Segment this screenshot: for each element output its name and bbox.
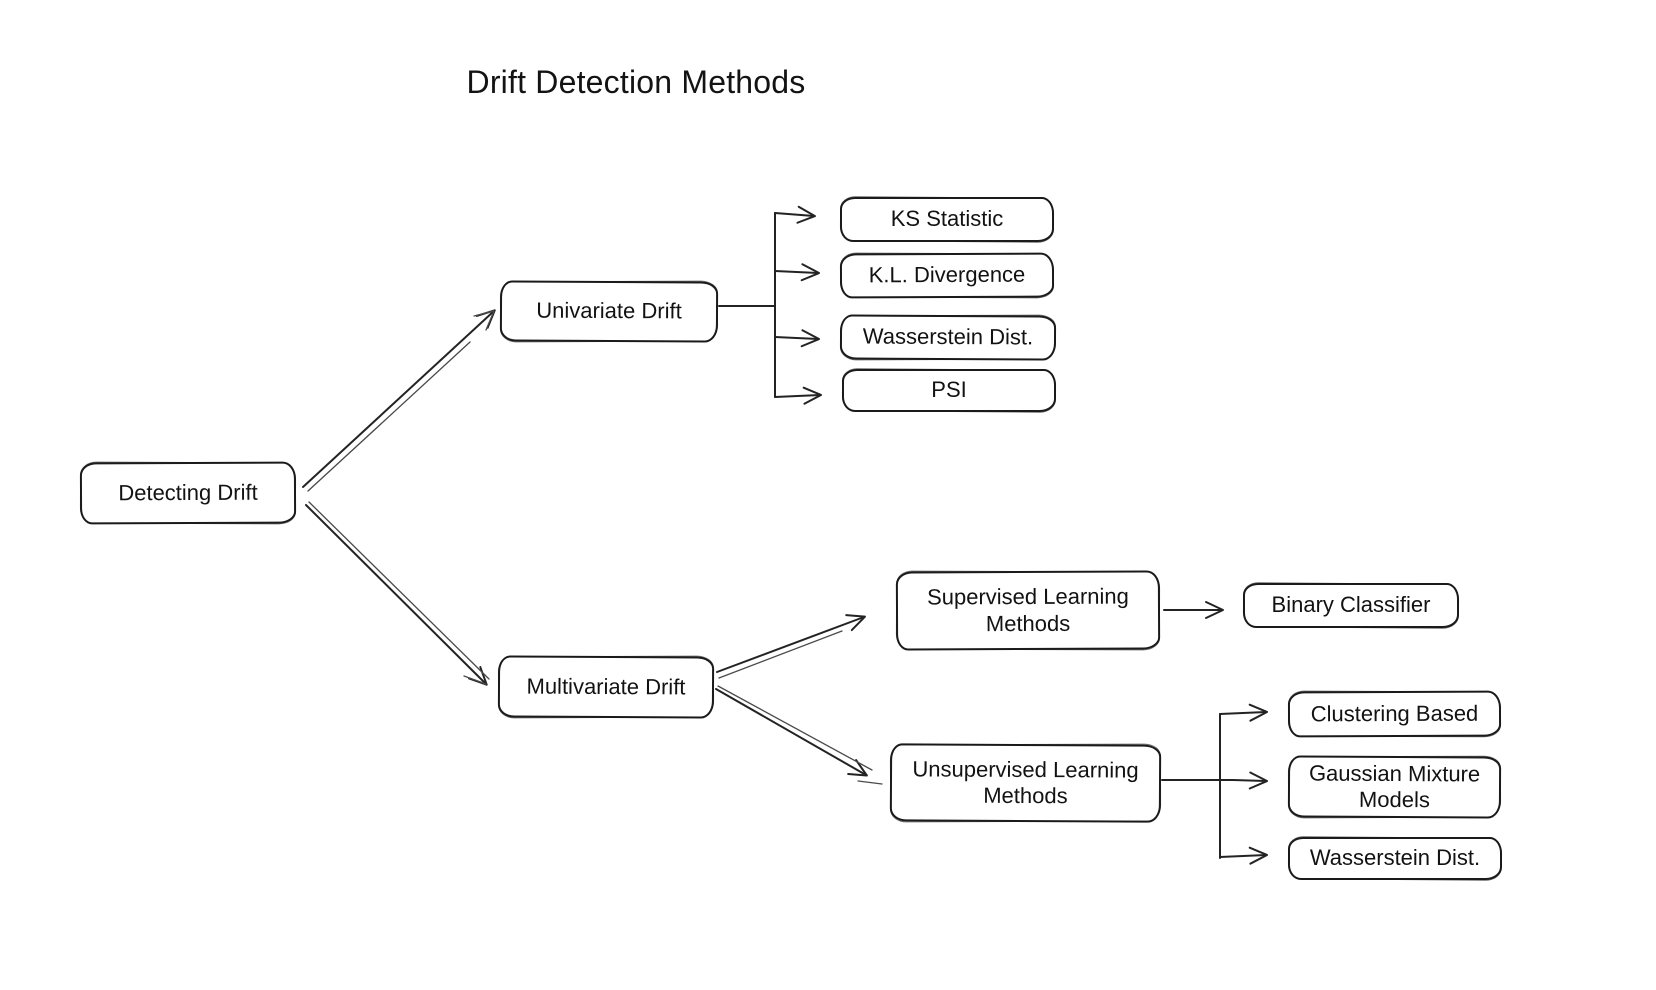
edge-unsupervised-wasserstein	[1219, 846, 1268, 865]
edge-univariate-wasserstein	[774, 329, 820, 348]
edge-unsupervised-clustering	[1219, 703, 1268, 722]
node-detecting-drift: Detecting Drift	[79, 461, 297, 525]
node-multivariate-drift: Multivariate Drift	[497, 655, 715, 719]
node-multivariate-drift-label: Multivariate Drift	[526, 673, 686, 700]
node-clustering-based-label: Clustering Based	[1310, 700, 1479, 727]
node-wasserstein-univariate-label: Wasserstein Dist.	[862, 323, 1034, 350]
edge-multivariate-supervised	[716, 614, 866, 673]
node-univariate-drift-label: Univariate Drift	[536, 297, 682, 324]
node-detecting-drift-label: Detecting Drift	[118, 479, 258, 506]
node-wasserstein-multivariate-label: Wasserstein Dist.	[1309, 845, 1481, 871]
edge-root-univariate	[302, 309, 496, 488]
node-gaussian-mixture-label: Gaussian Mixture Models	[1308, 760, 1481, 813]
edge-multivariate-unsupervised	[715, 688, 868, 777]
edge-unsupervised-gmm	[1232, 771, 1268, 790]
node-ks-statistic-label: KS Statistic	[890, 206, 1004, 232]
node-wasserstein-multivariate: Wasserstein Dist.	[1288, 837, 1502, 880]
node-unsupervised-learning-label: Unsupervised Learning Methods	[912, 756, 1139, 809]
node-binary-classifier-label: Binary Classifier	[1271, 592, 1431, 618]
node-clustering-based: Clustering Based	[1287, 690, 1502, 738]
node-gaussian-mixture: Gaussian Mixture Models	[1287, 755, 1502, 819]
diagram-title: Drift Detection Methods	[466, 64, 806, 100]
edge-univariate-psi	[774, 386, 822, 405]
edge-multivariate-unsupervised-sketch	[717, 685, 883, 785]
node-wasserstein-univariate: Wasserstein Dist.	[839, 314, 1057, 361]
node-psi: PSI	[842, 369, 1056, 412]
edge-root-multivariate-sketch	[308, 501, 490, 685]
edge-multivariate-supervised-sketch	[718, 630, 843, 679]
node-univariate-drift: Univariate Drift	[499, 280, 719, 343]
edge-univariate-kl	[774, 263, 820, 282]
edge-root-multivariate	[305, 504, 488, 686]
node-unsupervised-learning: Unsupervised Learning Methods	[889, 743, 1162, 823]
node-supervised-learning-label: Supervised Learning Methods	[926, 583, 1129, 636]
node-ks-statistic: KS Statistic	[840, 197, 1054, 242]
node-psi-label: PSI	[931, 377, 967, 403]
node-supervised-learning: Supervised Learning Methods	[895, 570, 1161, 651]
edge-univariate-ks	[774, 205, 816, 224]
node-binary-classifier: Binary Classifier	[1243, 583, 1459, 628]
node-kl-divergence-label: K.L. Divergence	[868, 261, 1026, 288]
edge-root-univariate-sketch	[307, 310, 495, 492]
node-kl-divergence: K.L. Divergence	[839, 252, 1055, 299]
